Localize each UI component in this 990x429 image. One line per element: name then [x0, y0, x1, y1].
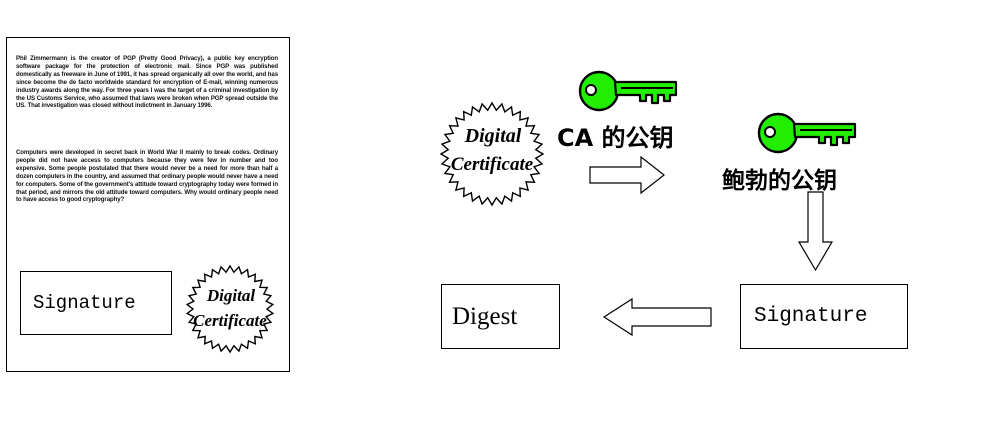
- flow-signature-box: Signature: [740, 284, 908, 349]
- ca-key-icon: [578, 70, 678, 112]
- ca-key-label: CA 的公钥: [557, 124, 674, 152]
- document-paragraph-1: Phil Zimmermann is the creator of PGP (P…: [16, 55, 278, 110]
- seal-text-line2: Certificate: [193, 311, 267, 330]
- left-arrow-icon: [602, 297, 712, 337]
- flow-certificate-seal-icon: Digital Certificate: [440, 101, 545, 207]
- document-signature-label: Signature: [33, 292, 136, 314]
- bob-key-label: 鲍勃的公钥: [722, 168, 837, 194]
- flow-seal-text-line1: Digital: [464, 125, 522, 147]
- document-paragraph-2: Computers were developed in secret back …: [16, 149, 278, 204]
- flow-seal-text-line2: Certificate: [451, 154, 534, 175]
- flow-signature-label: Signature: [754, 305, 868, 328]
- digest-box: Digest: [441, 284, 560, 349]
- seal-text-line1: Digital: [206, 286, 255, 305]
- document-signature-box: Signature: [20, 271, 172, 335]
- certificate-seal-icon: Digital Certificate: [186, 264, 274, 354]
- down-arrow-icon: [798, 191, 834, 272]
- right-arrow-icon: [589, 155, 665, 195]
- bob-key-icon: [757, 112, 857, 154]
- digest-label: Digest: [452, 302, 518, 330]
